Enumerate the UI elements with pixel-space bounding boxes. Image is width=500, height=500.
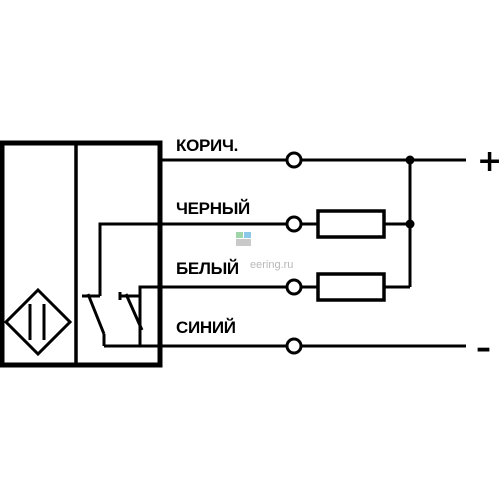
wire-terminals — [285, 151, 303, 355]
inductive-sensor-icon — [3, 287, 73, 357]
wire-label-white: БЕЛЫЙ — [176, 259, 239, 278]
terminal-brown — [285, 151, 303, 169]
switch-contacts-icon — [82, 222, 160, 348]
sensor-outline — [0, 140, 163, 368]
terminal-white — [285, 278, 303, 296]
wire-label-blue: СИНИЙ — [176, 318, 236, 337]
wire-label-black: ЧЕРНЫЙ — [176, 199, 250, 218]
load-resistor-black — [316, 209, 386, 239]
junction-dots — [405, 155, 415, 229]
negative-sign: – — [476, 331, 491, 366]
load-resistors — [316, 209, 386, 302]
wire-label-brown: КОРИЧ. — [176, 136, 238, 155]
polarity-signs: + – — [476, 144, 500, 366]
watermark-text: eering.ru — [250, 259, 293, 271]
sensor-body — [0, 140, 163, 368]
terminal-black — [285, 215, 303, 233]
terminal-blue — [285, 337, 303, 355]
wire-labels: КОРИЧ. ЧЕРНЫЙ БЕЛЫЙ СИНИЙ — [176, 136, 250, 337]
positive-sign: + — [477, 144, 500, 179]
watermark-logo: eering.ru — [236, 232, 293, 271]
load-resistor-white — [316, 272, 386, 302]
